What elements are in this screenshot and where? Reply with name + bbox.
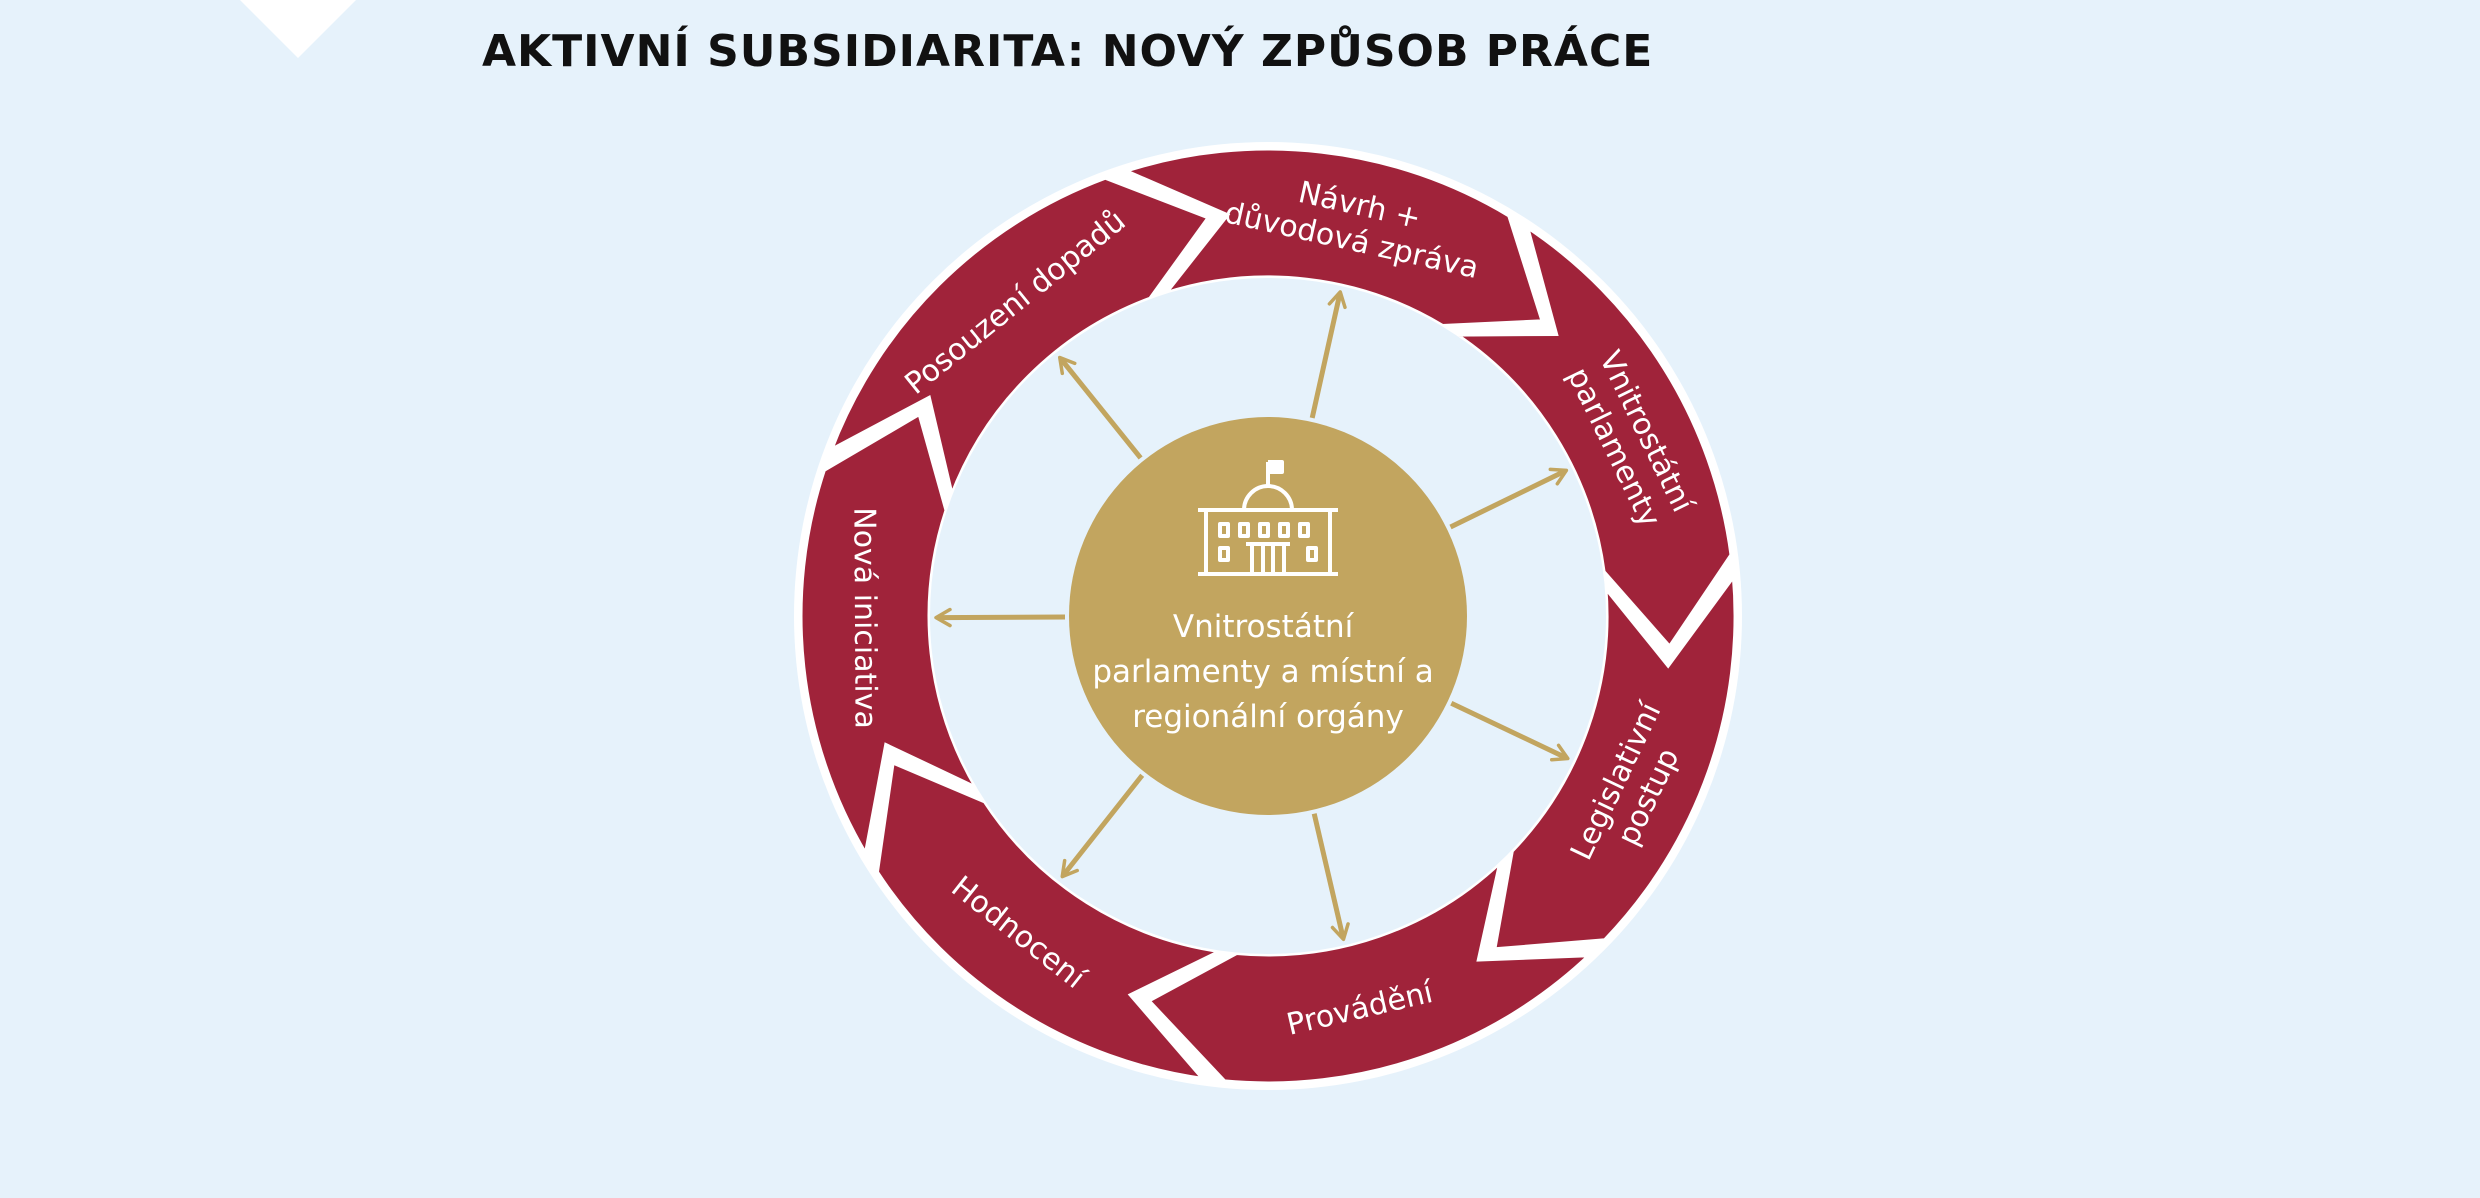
center-circle — [1069, 417, 1467, 815]
segment-label-text: Nová iniciativa — [846, 507, 882, 729]
center-label-line: regionální orgány — [1132, 699, 1404, 735]
arrow-to-provadeni — [1311, 813, 1350, 942]
arrow-to-hodnoceni — [1060, 773, 1145, 879]
segment-label-nova-iniciativa: Nová iniciativa — [846, 507, 882, 729]
arrow-to-legislativni-postup — [1450, 700, 1570, 762]
arrow-to-posouzeni-dopadu — [1057, 355, 1143, 460]
arrow-to-vnitrostatni-parlamenty — [1449, 467, 1569, 530]
arrow-to-nova-iniciativa — [934, 607, 1066, 628]
arrow-to-navrh-zprava — [1309, 290, 1347, 419]
corner-tab-decoration — [240, 0, 356, 58]
center-label: Vnitrostátní parlamenty a místní a regio… — [1092, 609, 1443, 735]
segment-label-line: Nová iniciativa — [846, 507, 882, 729]
center-label-line: Vnitrostátní — [1173, 609, 1355, 645]
center-arrows — [934, 290, 1570, 942]
page-title: AKTIVNÍ SUBSIDIARITA: NOVÝ ZPŮSOB PRÁCE — [482, 26, 1654, 77]
parliament-building-icon — [1198, 460, 1338, 576]
center-label-line: parlamenty a místní a — [1092, 654, 1433, 690]
